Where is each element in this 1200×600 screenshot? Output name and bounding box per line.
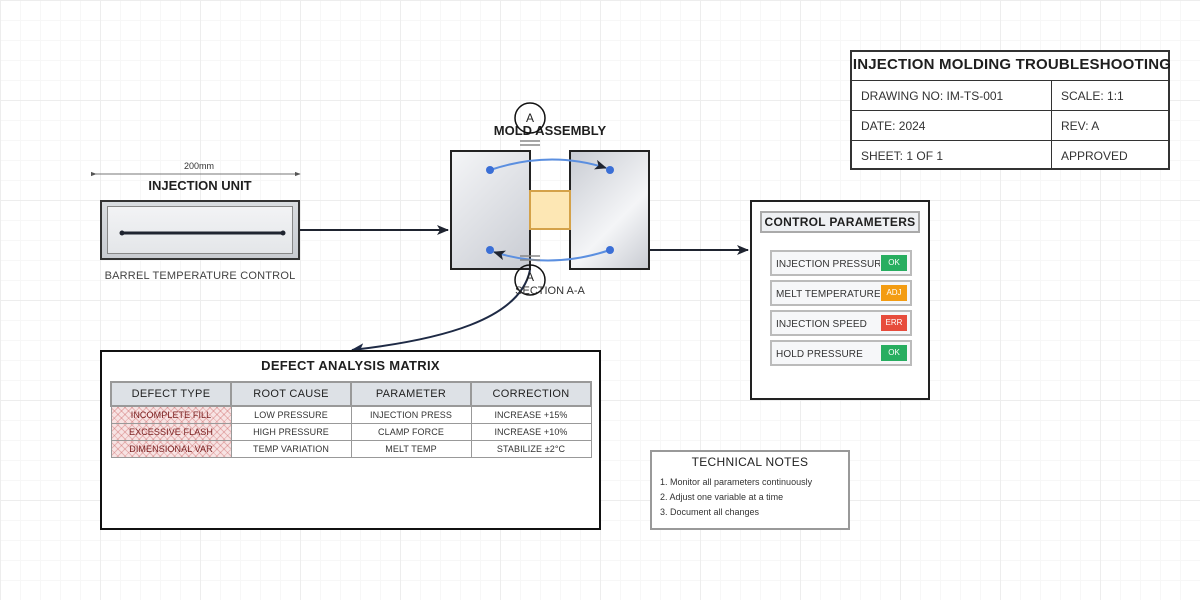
defect-table: DEFECT TYPE ROOT CAUSE PARAMETER CORRECT… <box>110 381 592 458</box>
note-line: 3. Document all changes <box>660 507 760 517</box>
status-badge: ERR <box>881 315 907 331</box>
mold-cavity[interactable] <box>529 190 571 230</box>
status-badge: OK <box>881 345 907 361</box>
param-name: INJECTION SPEED <box>776 319 867 330</box>
column-header: PARAMETER <box>350 381 472 407</box>
injection-unit-box[interactable] <box>100 200 300 260</box>
param-row-injection-pressure[interactable]: INJECTION PRESSURE OK <box>770 250 912 276</box>
section-marker-top: A <box>525 111 534 125</box>
defect-type-cell: DIMENSIONAL VAR <box>110 440 232 458</box>
injection-unit-title: INJECTION UNIT <box>148 178 252 193</box>
param-name: HOLD PRESSURE <box>776 349 863 360</box>
screw-shaft-icon <box>119 230 286 236</box>
control-parameters-panel: CONTROL PARAMETERS INJECTION PRESSURE OK… <box>750 200 930 400</box>
flow-node-icon <box>486 166 494 174</box>
param-row-injection-speed[interactable]: INJECTION SPEED ERR <box>770 310 912 336</box>
table-header-row: DEFECT TYPE ROOT CAUSE PARAMETER CORRECT… <box>110 381 592 407</box>
section-marker-bottom-icon <box>514 264 546 296</box>
flow-node-icon <box>606 246 614 254</box>
param-row-melt-temperature[interactable]: MELT TEMPERATURE ADJ <box>770 280 912 306</box>
column-header: CORRECTION <box>470 381 592 407</box>
flow-curve-bottom <box>493 249 611 262</box>
drawing-title: INJECTION MOLDING TROUBLESHOOTING <box>852 56 1172 73</box>
technical-notes: TECHNICAL NOTES 1. Monitor all parameter… <box>650 450 850 530</box>
table-row[interactable]: EXCESSIVE FLASH HIGH PRESSURE CLAMP FORC… <box>110 423 592 441</box>
defect-matrix-title: DEFECT ANALYSIS MATRIX <box>261 358 440 373</box>
mold-assembly-title: MOLD ASSEMBLY <box>493 123 607 138</box>
param-name: MELT TEMPERATURE <box>776 289 880 300</box>
drawing-scale: SCALE: 1:1 <box>1052 80 1168 110</box>
root-cause-cell: TEMP VARIATION <box>230 440 352 458</box>
flow-curve-top <box>489 158 607 171</box>
title-block: INJECTION MOLDING TROUBLESHOOTING DRAWIN… <box>850 50 1171 170</box>
note-line: 1. Monitor all parameters continuously <box>660 477 813 487</box>
section-marker-bottom: A <box>525 270 534 284</box>
parameter-cell: INJECTION PRESS <box>350 405 472 424</box>
note-line: 2. Adjust one variable at a time <box>660 492 784 502</box>
flow-node-icon <box>606 166 614 174</box>
defect-type-cell: INCOMPLETE FILL <box>110 405 232 424</box>
status-badge: ADJ <box>881 285 907 301</box>
technical-notes-title: TECHNICAL NOTES <box>691 455 809 469</box>
root-cause-cell: LOW PRESSURE <box>230 405 352 424</box>
drawing-number: DRAWING NO: IM-TS-001 <box>852 80 1052 110</box>
table-row[interactable]: INCOMPLETE FILL LOW PRESSURE INJECTION P… <box>110 405 592 424</box>
param-name: INJECTION PRESSURE <box>776 259 880 270</box>
defect-analysis-matrix: DEFECT ANALYSIS MATRIX DEFECT TYPE ROOT … <box>100 350 601 530</box>
param-row-hold-pressure[interactable]: HOLD PRESSURE OK <box>770 340 912 366</box>
column-header: ROOT CAUSE <box>230 381 352 407</box>
arrow-mold-to-defect <box>350 269 531 355</box>
root-cause-cell: HIGH PRESSURE <box>230 423 352 441</box>
approval-status: APPROVED <box>1052 140 1168 170</box>
column-header: DEFECT TYPE <box>110 381 232 407</box>
correction-cell: STABILIZE ±2°C <box>470 440 592 458</box>
correction-cell: INCREASE +10% <box>470 423 592 441</box>
parameter-cell: MELT TEMP <box>350 440 472 458</box>
drawing-sheet: SHEET: 1 OF 1 <box>852 140 1052 170</box>
drawing-date: DATE: 2024 <box>852 110 1052 140</box>
section-marker-top-icon <box>514 102 546 134</box>
section-label: SECTION A-A <box>515 285 585 297</box>
barrel-inner <box>107 206 293 254</box>
defect-type-cell: EXCESSIVE FLASH <box>110 423 232 441</box>
dimension-label: 200mm <box>184 161 215 171</box>
correction-cell: INCREASE +15% <box>470 405 592 424</box>
status-badge: OK <box>881 255 907 271</box>
drawing-revision: REV: A <box>1052 110 1168 140</box>
table-row[interactable]: DIMENSIONAL VAR TEMP VARIATION MELT TEMP… <box>110 440 592 458</box>
parameter-cell: CLAMP FORCE <box>350 423 472 441</box>
control-parameters-title: CONTROL PARAMETERS <box>760 211 920 233</box>
flow-node-icon <box>486 246 494 254</box>
barrel-temperature-label: BARREL TEMPERATURE CONTROL <box>104 270 296 282</box>
